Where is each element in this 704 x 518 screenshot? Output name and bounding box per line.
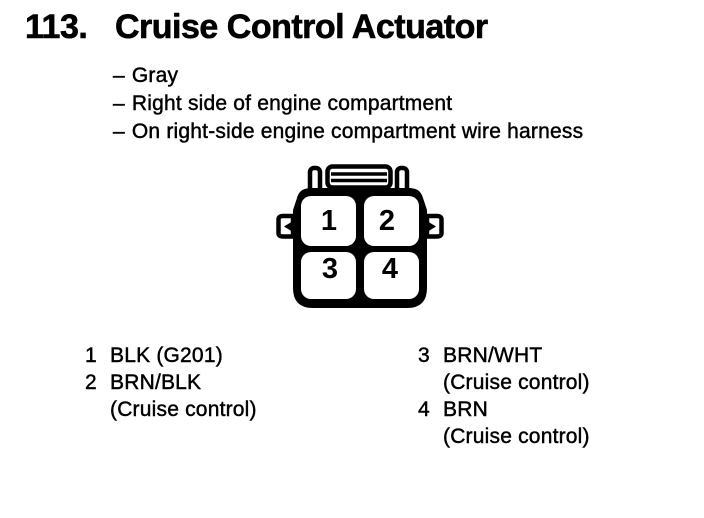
pin-number: 3 <box>418 344 430 367</box>
detail-item-color: –Gray <box>113 62 583 90</box>
pin-cavity-4 <box>364 252 419 299</box>
pin-cavity-2 <box>364 196 419 246</box>
dash-bullet: – <box>113 64 125 87</box>
connector-pin-4-label: 4 <box>382 253 398 285</box>
pin-number: 2 <box>85 371 97 394</box>
connector-pin-1-label: 1 <box>321 205 337 237</box>
dash-bullet: – <box>113 92 125 115</box>
pin-wire-color: BRN <box>443 398 488 421</box>
pin-cavity-3 <box>301 252 356 299</box>
detail-item-location: –Right side of engine compartment <box>113 90 583 118</box>
page-title: Cruise Control Actuator <box>115 8 489 46</box>
connector-pin-2-label: 2 <box>379 205 395 237</box>
pin-legend-right: 3 BRN/WHT (Cruise control) 4 BRN (Cruise c… <box>418 342 590 450</box>
connector-lock-block <box>325 164 393 190</box>
pin-row-1: 1 BLK (G201) <box>85 342 257 369</box>
pin-wire-color: BRN/BLK <box>110 371 202 394</box>
connector-ear-right-nub <box>427 221 436 232</box>
detail-list: –Gray –Right side of engine compartment … <box>113 62 584 146</box>
section-number: 113. <box>25 8 88 46</box>
pin-number: 1 <box>85 344 97 367</box>
detail-text: Gray <box>131 64 179 87</box>
dash-bullet: – <box>113 120 125 143</box>
connector-pin-3-label: 3 <box>322 253 338 285</box>
pin-function-note: (Cruise control) <box>443 371 590 394</box>
pin-row-4: 4 BRN <box>418 396 590 423</box>
pin-row-3: 3 BRN/WHT <box>418 342 590 369</box>
detail-text: On right-side engine compartment wire ha… <box>131 120 584 143</box>
connector-diagram: 1 2 3 4 <box>276 164 444 308</box>
pin-number: 4 <box>418 398 430 421</box>
pin-function-note: (Cruise control) <box>110 398 257 421</box>
detail-item-harness: –On right-side engine compartment wire h… <box>113 118 584 146</box>
connector-ear-left-nub <box>284 221 293 232</box>
pin-wire-color: BLK (G201) <box>110 344 223 367</box>
pin-legend-left: 1 BLK (G201) 2 BRN/BLK (Cruise control) <box>85 342 257 423</box>
detail-text: Right side of engine compartment <box>131 92 453 115</box>
pin-function-note: (Cruise control) <box>443 425 590 448</box>
pin-row-2: 2 BRN/BLK <box>85 369 257 396</box>
pin-cavity-1 <box>301 196 356 246</box>
pin-wire-color: BRN/WHT <box>443 344 543 367</box>
